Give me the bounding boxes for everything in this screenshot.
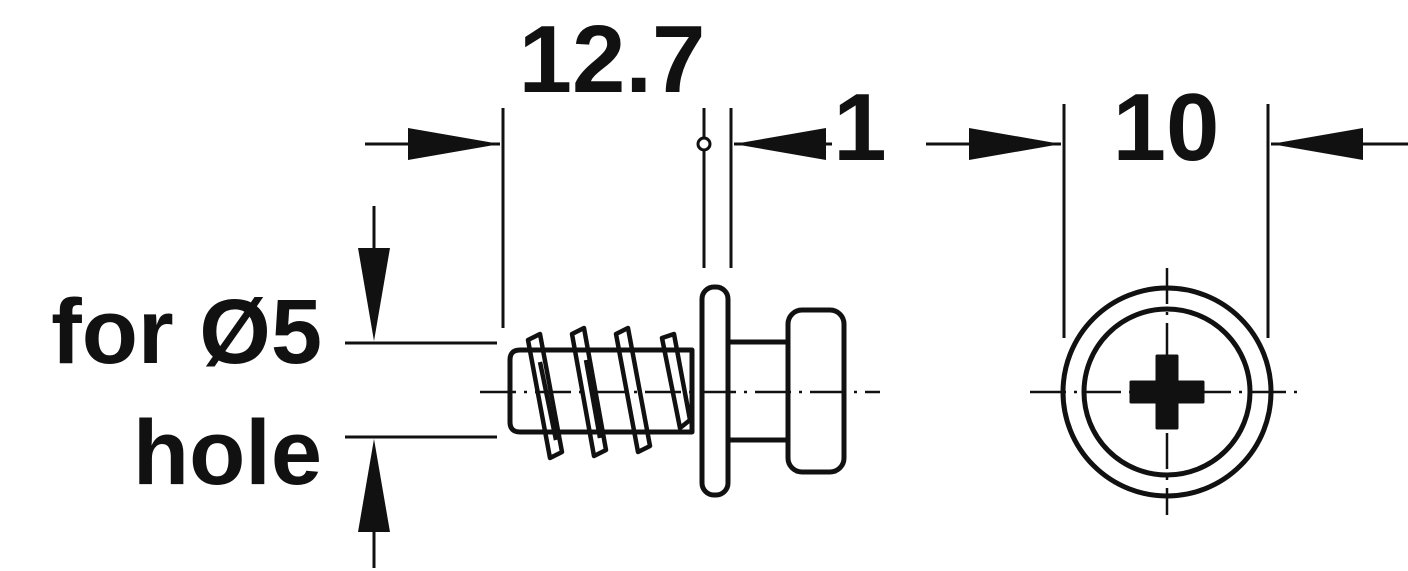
thread-inner-1	[537, 361, 559, 441]
dimension-diameter-label: 10	[1113, 74, 1220, 181]
arrow-right-icon	[408, 128, 500, 160]
connector-side-view	[507, 284, 847, 498]
arrow-down-icon	[358, 248, 390, 341]
diameter-dimension	[926, 104, 1408, 338]
arrow-left-icon	[734, 128, 826, 160]
thread-crest-1	[525, 331, 565, 461]
thread-inner-2	[583, 359, 603, 439]
length-dimension	[365, 108, 712, 328]
hole-label-line1: for Ø5	[51, 281, 322, 383]
dimension-length-label: 12.7	[519, 6, 706, 113]
arrow-up-icon	[358, 439, 390, 532]
dimension-point-icon	[696, 136, 712, 152]
arrow-left-icon	[1271, 128, 1363, 160]
phillips-drive-icon	[1129, 354, 1205, 430]
arrow-right-icon	[969, 128, 1061, 160]
thread-crest-4	[659, 331, 693, 431]
hole-label-line2: hole	[133, 402, 322, 504]
thread-crest-2	[569, 325, 609, 459]
connector-end-view	[1030, 268, 1305, 515]
thread-crest-3	[613, 325, 653, 455]
flange-dimension	[729, 108, 832, 268]
dimension-flange-label: 1	[833, 74, 886, 181]
hole-dimension	[345, 206, 497, 568]
